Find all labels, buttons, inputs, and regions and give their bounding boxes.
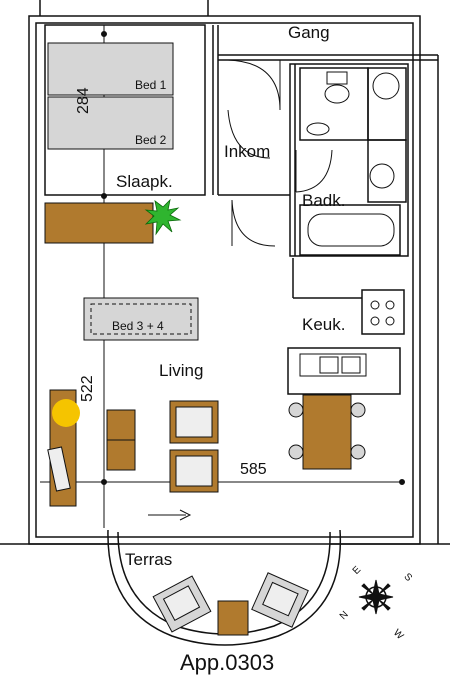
bed-1-label: Bed 1 bbox=[135, 78, 167, 92]
terrace-chair-2 bbox=[251, 572, 309, 628]
sink-2 bbox=[306, 122, 330, 136]
dining-table bbox=[288, 394, 366, 470]
wardrobe bbox=[44, 202, 154, 244]
armchair-2 bbox=[169, 449, 219, 493]
room-label-living: Living bbox=[159, 361, 204, 380]
bed-3-4-label: Bed 3 + 4 bbox=[112, 319, 164, 333]
sink-3 bbox=[369, 163, 395, 189]
bathtub bbox=[307, 213, 395, 247]
room-label-keuk: Keuk. bbox=[302, 315, 346, 334]
armchair-1 bbox=[169, 400, 219, 444]
compass-icon bbox=[358, 579, 394, 615]
dimension-living-height: 522 bbox=[79, 375, 96, 402]
room-label-gang: Gang bbox=[288, 23, 330, 42]
dimension-bedroom: 284 bbox=[75, 87, 92, 114]
room-label-inkom: Inkom bbox=[224, 142, 271, 161]
bed-2-label: Bed 2 bbox=[135, 133, 167, 147]
plan-title: App.0303 bbox=[180, 650, 275, 675]
doors bbox=[227, 59, 333, 247]
bed-1 bbox=[47, 42, 174, 96]
terrace-table bbox=[217, 600, 249, 636]
kitchen-sink bbox=[299, 353, 367, 377]
sink-1 bbox=[372, 72, 400, 100]
room-label-terras: Terras bbox=[125, 550, 173, 569]
dimension-living-width: 585 bbox=[240, 461, 267, 478]
room-label-badk: Badk. bbox=[302, 191, 346, 210]
stove bbox=[370, 300, 395, 326]
side-table bbox=[106, 409, 136, 471]
plant-icon bbox=[144, 198, 182, 236]
bed-3-4 bbox=[83, 297, 199, 341]
terrace-chair-1 bbox=[152, 575, 212, 633]
room-label-slaapk: Slaapk. bbox=[116, 172, 173, 191]
lamp-icon bbox=[52, 399, 80, 427]
toilet-1 bbox=[324, 71, 350, 104]
walls bbox=[0, 0, 450, 646]
bed-2 bbox=[47, 96, 174, 150]
